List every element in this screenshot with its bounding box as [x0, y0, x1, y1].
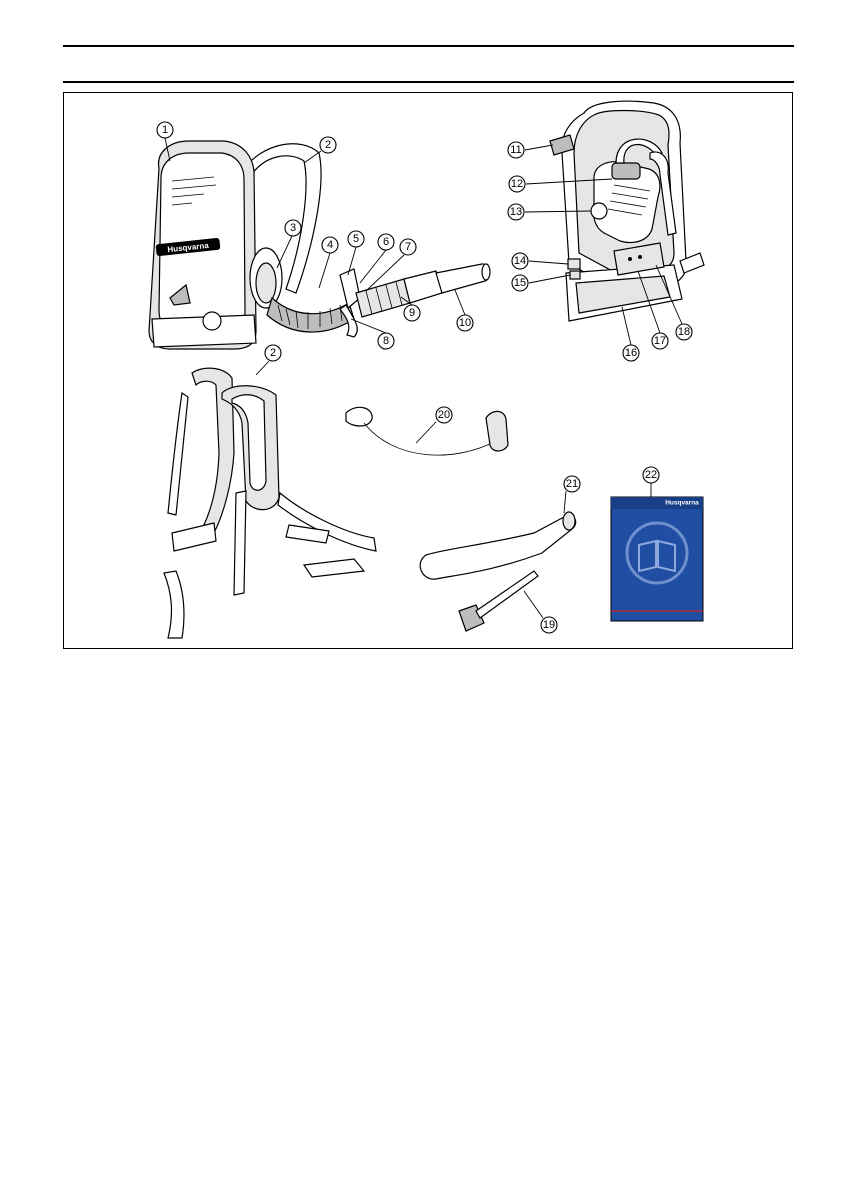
- callout-4: 4: [322, 237, 338, 253]
- svg-text:2: 2: [325, 139, 331, 151]
- svg-text:2: 2: [270, 347, 276, 359]
- callout-20: 20: [436, 407, 452, 423]
- svg-text:14: 14: [514, 255, 526, 267]
- svg-text:6: 6: [383, 236, 389, 248]
- svg-text:10: 10: [459, 317, 471, 329]
- callout-9: 9: [404, 305, 420, 321]
- svg-text:20: 20: [438, 409, 450, 421]
- parts-illustration: Husqvarna: [63, 92, 793, 649]
- svg-text:3: 3: [290, 222, 296, 234]
- callout-2: 2: [320, 137, 336, 153]
- svg-text:18: 18: [678, 326, 690, 338]
- callout-8: 8: [378, 333, 394, 349]
- svg-text:5: 5: [353, 233, 359, 245]
- spark-plug-wrench: [459, 571, 538, 631]
- svg-text:16: 16: [625, 347, 637, 359]
- operator-manual: Husqvarna: [611, 497, 703, 621]
- blower-front-view: Husqvarna: [149, 141, 490, 349]
- callout-3: 3: [285, 220, 301, 236]
- callout-10: 10: [457, 315, 473, 331]
- callout-16: 16: [623, 345, 639, 361]
- svg-text:9: 9: [409, 307, 415, 319]
- svg-text:8: 8: [383, 335, 389, 347]
- manual-logo: Husqvarna: [665, 500, 699, 507]
- callout-12: 12: [509, 176, 525, 192]
- section-rule: [63, 81, 794, 83]
- svg-text:17: 17: [654, 335, 666, 347]
- top-rule: [63, 45, 794, 47]
- callout-18: 18: [676, 324, 692, 340]
- svg-text:1: 1: [162, 124, 168, 136]
- callout-11: 11: [508, 142, 524, 158]
- callout-14: 14: [512, 253, 528, 269]
- callout-19: 19: [541, 617, 557, 633]
- svg-text:13: 13: [510, 206, 522, 218]
- callout-6: 6: [378, 234, 394, 250]
- svg-text:12: 12: [511, 178, 523, 190]
- svg-text:22: 22: [645, 469, 657, 481]
- callout-21: 21: [564, 476, 580, 492]
- parts-drawing: Husqvarna: [64, 93, 791, 647]
- callout-5: 5: [348, 231, 364, 247]
- svg-text:11: 11: [510, 144, 521, 156]
- callout-17: 17: [652, 333, 668, 349]
- harness: [164, 368, 376, 638]
- svg-text:4: 4: [327, 239, 333, 251]
- callout-1: 1: [157, 122, 173, 138]
- nozzle: [420, 512, 576, 579]
- callout-22: 22: [643, 467, 659, 483]
- svg-text:19: 19: [543, 619, 555, 631]
- svg-text:15: 15: [514, 277, 526, 289]
- callout-13: 13: [508, 204, 524, 220]
- callout-7: 7: [400, 239, 416, 255]
- svg-text:7: 7: [405, 241, 411, 253]
- callout-2-harness: 2: [265, 345, 281, 361]
- callout-15: 15: [512, 275, 528, 291]
- svg-text:21: 21: [566, 478, 578, 490]
